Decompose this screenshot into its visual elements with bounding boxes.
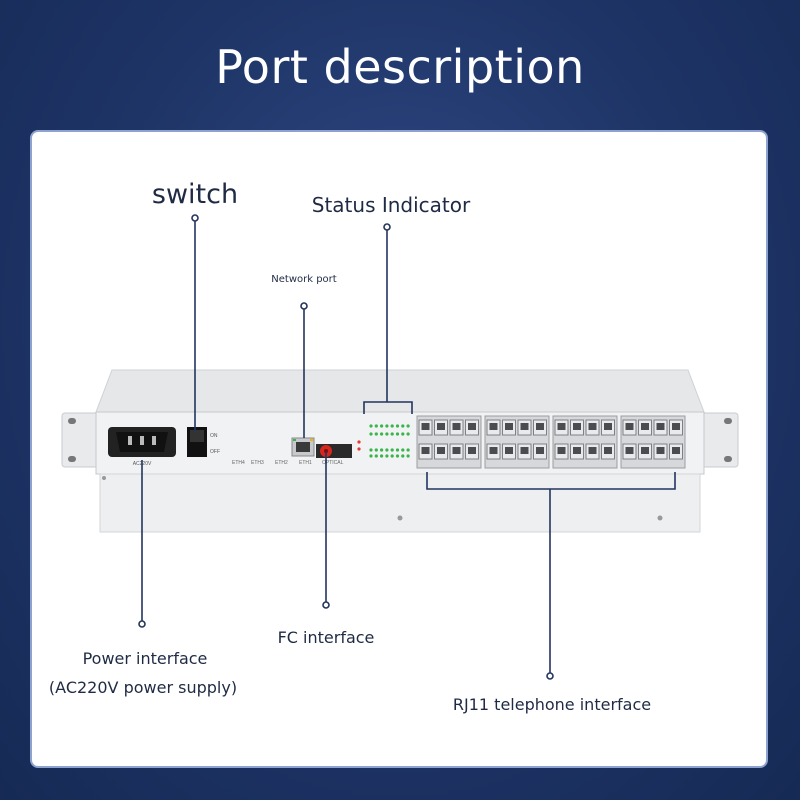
status-led bbox=[385, 448, 389, 452]
status-led bbox=[385, 432, 389, 436]
status-led bbox=[401, 424, 405, 428]
rack-ear-left bbox=[61, 412, 99, 468]
status-led bbox=[380, 448, 384, 452]
page-title: Port description bbox=[215, 40, 585, 94]
eth1-label: ETH1 bbox=[299, 460, 312, 466]
power-callout-dot bbox=[138, 620, 146, 628]
status-led bbox=[406, 424, 410, 428]
status-led bbox=[369, 432, 373, 436]
power-switch: ON OFF bbox=[187, 427, 220, 457]
off-label: OFF bbox=[210, 449, 220, 455]
status-led bbox=[369, 454, 373, 458]
eth3-label: ETH3 bbox=[251, 460, 264, 466]
status-led bbox=[380, 424, 384, 428]
status-led bbox=[374, 454, 378, 458]
power-supply-label: (AC220V power supply) bbox=[49, 678, 237, 697]
status-led bbox=[385, 424, 389, 428]
network-port-label: Network port bbox=[271, 274, 337, 285]
status-led bbox=[374, 432, 378, 436]
status-led bbox=[369, 424, 373, 428]
fc-interface-label: FC interface bbox=[278, 628, 375, 647]
status-led bbox=[380, 432, 384, 436]
power-interface-label: Power interface bbox=[83, 649, 208, 668]
alarm-led bbox=[357, 440, 361, 444]
eth2-label: ETH2 bbox=[275, 460, 288, 466]
status-callout-dot bbox=[383, 223, 391, 231]
status-led bbox=[395, 454, 400, 458]
eth4-label: ETH4 bbox=[232, 460, 245, 466]
rj11-ports bbox=[416, 415, 686, 469]
status-led bbox=[406, 432, 410, 436]
status-led bbox=[401, 448, 405, 452]
device-lower-body bbox=[99, 473, 701, 533]
status-led bbox=[401, 454, 405, 458]
status-led bbox=[374, 448, 378, 452]
rj11-interface-label: RJ11 telephone interface bbox=[453, 695, 651, 714]
on-label: ON bbox=[210, 433, 218, 439]
alarm-led bbox=[357, 447, 361, 451]
status-led bbox=[406, 454, 410, 458]
status-led bbox=[374, 424, 378, 428]
optical-label: OPTICAL bbox=[322, 460, 344, 466]
status-led bbox=[406, 448, 410, 452]
rack-ear-right bbox=[701, 412, 739, 468]
status-led bbox=[390, 454, 394, 458]
device-top bbox=[95, 369, 705, 413]
status-led bbox=[395, 424, 400, 428]
status-led bbox=[395, 432, 400, 436]
status-led bbox=[401, 432, 405, 436]
fc-callout-dot bbox=[322, 601, 330, 609]
status-leds bbox=[357, 424, 410, 458]
network-port bbox=[291, 437, 315, 457]
status-led bbox=[385, 454, 389, 458]
switch-label: switch bbox=[152, 179, 238, 210]
status-led bbox=[395, 448, 400, 452]
status-led bbox=[369, 448, 373, 452]
status-led bbox=[390, 448, 394, 452]
status-led bbox=[390, 432, 394, 436]
rj11-callout-dot bbox=[546, 672, 554, 680]
status-led bbox=[380, 454, 384, 458]
network-callout-dot bbox=[300, 302, 308, 310]
status-led bbox=[390, 424, 394, 428]
switch-callout-dot bbox=[191, 214, 199, 222]
status-indicator-label: Status Indicator bbox=[312, 193, 471, 217]
